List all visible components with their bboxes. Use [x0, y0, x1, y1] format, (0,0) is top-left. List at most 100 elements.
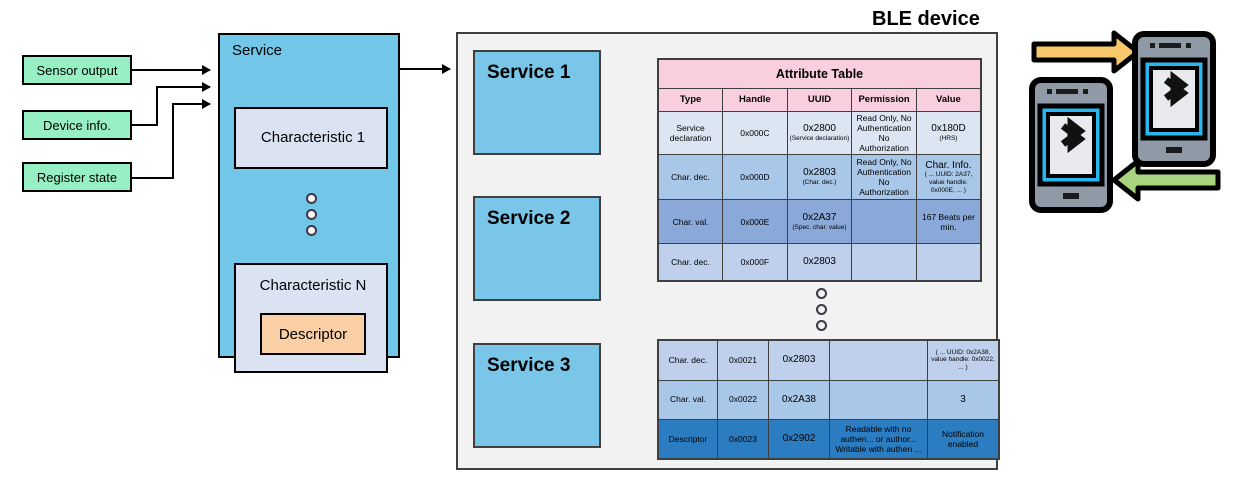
connector-register-state-h1: [132, 177, 174, 179]
ellipsis-dot: [816, 320, 827, 331]
cell-uuid-sub: (Char. dec.): [802, 179, 837, 187]
ble-device-title: BLE device: [872, 8, 980, 30]
column-header-type: Type: [657, 88, 724, 112]
cell-uuid: 0x2803: [768, 339, 830, 381]
cell-uuid-main: 0x2803: [782, 354, 816, 366]
connector-service-to-ble: [400, 68, 450, 70]
cell-permission: [829, 379, 928, 420]
service-detail-title: Service: [232, 42, 283, 59]
cell-uuid-main: 0x2800: [803, 123, 836, 135]
connector-arrowhead: [442, 64, 451, 74]
column-header-handle: Handle: [722, 88, 788, 112]
cell-type: Service declaration: [657, 110, 724, 156]
cell-permission: Readable with no authen... or author... …: [829, 418, 928, 460]
connector-arrowhead: [202, 82, 211, 92]
cell-type: Descriptor: [657, 418, 718, 460]
table-row[interactable]: Descriptor 0x0023 0x2902 Readable with n…: [657, 418, 1000, 460]
cell-uuid-main: 0x2A37: [802, 211, 837, 223]
ble-service-label: Service 1: [487, 62, 571, 83]
cell-handle: 0x0023: [717, 418, 769, 460]
arrow-outgoing-icon: [1031, 30, 1141, 74]
cell-uuid-main: 0x2A38: [782, 393, 816, 405]
service-ellipsis-dots: [306, 193, 317, 236]
cell-value: [915, 243, 982, 282]
connector-sensor-output: [132, 69, 210, 71]
cell-uuid: 0x2803 (Char. dec.): [786, 154, 853, 201]
column-header-permission: Permission: [851, 88, 917, 112]
cell-uuid-sub: (Spec. char. value): [792, 223, 847, 231]
ellipsis-dot: [306, 193, 317, 204]
table-row[interactable]: Char. val. 0x000E 0x2A37 (Spec. char. va…: [657, 199, 982, 245]
descriptor-label: Descriptor: [278, 325, 348, 343]
column-header-value: Value: [915, 88, 982, 112]
table-row[interactable]: Char. dec. 0x000F 0x2803: [657, 243, 982, 282]
cell-permission: Read Only, No Authentication No Authoriz…: [851, 110, 917, 156]
ellipsis-dot: [306, 209, 317, 220]
cell-uuid-main: 0x2902: [782, 432, 816, 444]
cell-uuid: 0x2800 (Service declaration): [786, 110, 853, 156]
cell-permission: [851, 243, 917, 282]
cell-value: 167 Beats per min.: [915, 199, 982, 245]
attribute-table-ellipsis-dots: [816, 288, 827, 331]
cell-uuid-main: 0x2803: [803, 167, 836, 179]
attribute-table-bottom: Char. dec. 0x0021 0x2803 ( ... UUID: 0x2…: [657, 339, 1000, 460]
arrow-incoming-icon: [1111, 158, 1221, 202]
cell-handle: 0x000D: [722, 154, 788, 201]
cell-uuid: 0x2803: [786, 243, 853, 282]
cell-value-sub: ( ... UUID: 2A37, value handle: 0x000E, …: [924, 171, 973, 194]
cell-handle: 0x0021: [717, 339, 769, 381]
ble-service-block-2[interactable]: Service 2: [473, 196, 601, 301]
cell-handle: 0x0022: [717, 379, 769, 420]
attribute-table-title-row: Attribute Table: [657, 58, 982, 89]
connector-device-info-h2: [156, 86, 210, 88]
source-box-label: Device info.: [43, 117, 111, 133]
connector-register-state-v: [172, 103, 174, 179]
attribute-table-top: Attribute Table Type Handle UUID Permiss…: [657, 58, 982, 282]
cell-value: 3: [927, 379, 1000, 420]
characteristic-first-label: Characteristic 1: [260, 129, 366, 146]
cell-value: 0x180D (HRS): [915, 110, 982, 156]
ellipsis-dot: [816, 304, 827, 315]
characteristic-last-box[interactable]: Characteristic N Descriptor: [234, 263, 388, 373]
source-box-sensor-output[interactable]: Sensor output: [22, 55, 132, 85]
cell-type: Char. val.: [657, 199, 724, 245]
attribute-table-header-row: Type Handle UUID Permission Value: [657, 88, 982, 112]
table-row[interactable]: Char. dec. 0x000D 0x2803 (Char. dec.) Re…: [657, 154, 982, 201]
column-header-uuid: UUID: [786, 88, 853, 112]
cell-value: Char. Info. ( ... UUID: 2A37, value hand…: [915, 154, 982, 201]
cell-uuid: 0x2A37 (Spec. char. value): [786, 199, 853, 245]
cell-permission: [829, 339, 928, 381]
connector-device-info-v: [156, 86, 158, 126]
ellipsis-dot: [306, 225, 317, 236]
table-row[interactable]: Char. dec. 0x0021 0x2803 ( ... UUID: 0x2…: [657, 339, 1000, 381]
connector-arrowhead: [202, 65, 211, 75]
characteristic-first-box[interactable]: Characteristic 1: [234, 107, 388, 169]
cell-uuid-main: 0x2803: [803, 255, 836, 267]
source-box-device-info[interactable]: Device info.: [22, 110, 132, 140]
connector-arrowhead: [202, 99, 211, 109]
cell-type: Char. dec.: [657, 154, 724, 201]
characteristic-last-label: Characteristic N: [259, 277, 367, 294]
table-row[interactable]: Char. val. 0x0022 0x2A38 3: [657, 379, 1000, 420]
cell-value-main: Char. Info.: [925, 159, 972, 171]
table-row[interactable]: Service declaration 0x000C 0x2800 (Servi…: [657, 110, 982, 156]
connector-register-state-h2: [172, 103, 210, 105]
cell-uuid: 0x2902: [768, 418, 830, 460]
service-detail-box[interactable]: Service Characteristic 1 Characteristic …: [218, 33, 400, 373]
phone-top-device: [1132, 31, 1216, 167]
cell-uuid: 0x2A38: [768, 379, 830, 420]
ble-service-block-3[interactable]: Service 3: [473, 343, 601, 448]
source-box-register-state[interactable]: Register state: [22, 162, 132, 192]
source-box-label: Register state: [36, 169, 118, 185]
descriptor-box[interactable]: Descriptor: [260, 313, 366, 355]
ble-devices-illustration: [1029, 30, 1221, 213]
cell-value: ( ... UUID: 0x2A38, value handle: 0x0022…: [927, 339, 1000, 381]
cell-permission: [851, 199, 917, 245]
cell-permission: Read Only, No Authentication No Authoriz…: [851, 154, 917, 201]
cell-type: Char. dec.: [657, 243, 724, 282]
cell-handle: 0x000F: [722, 243, 788, 282]
cell-handle: 0x000C: [722, 110, 788, 156]
ble-service-block-1[interactable]: Service 1: [473, 50, 601, 155]
attribute-table-title: Attribute Table: [657, 58, 982, 89]
cell-handle: 0x000E: [722, 199, 788, 245]
